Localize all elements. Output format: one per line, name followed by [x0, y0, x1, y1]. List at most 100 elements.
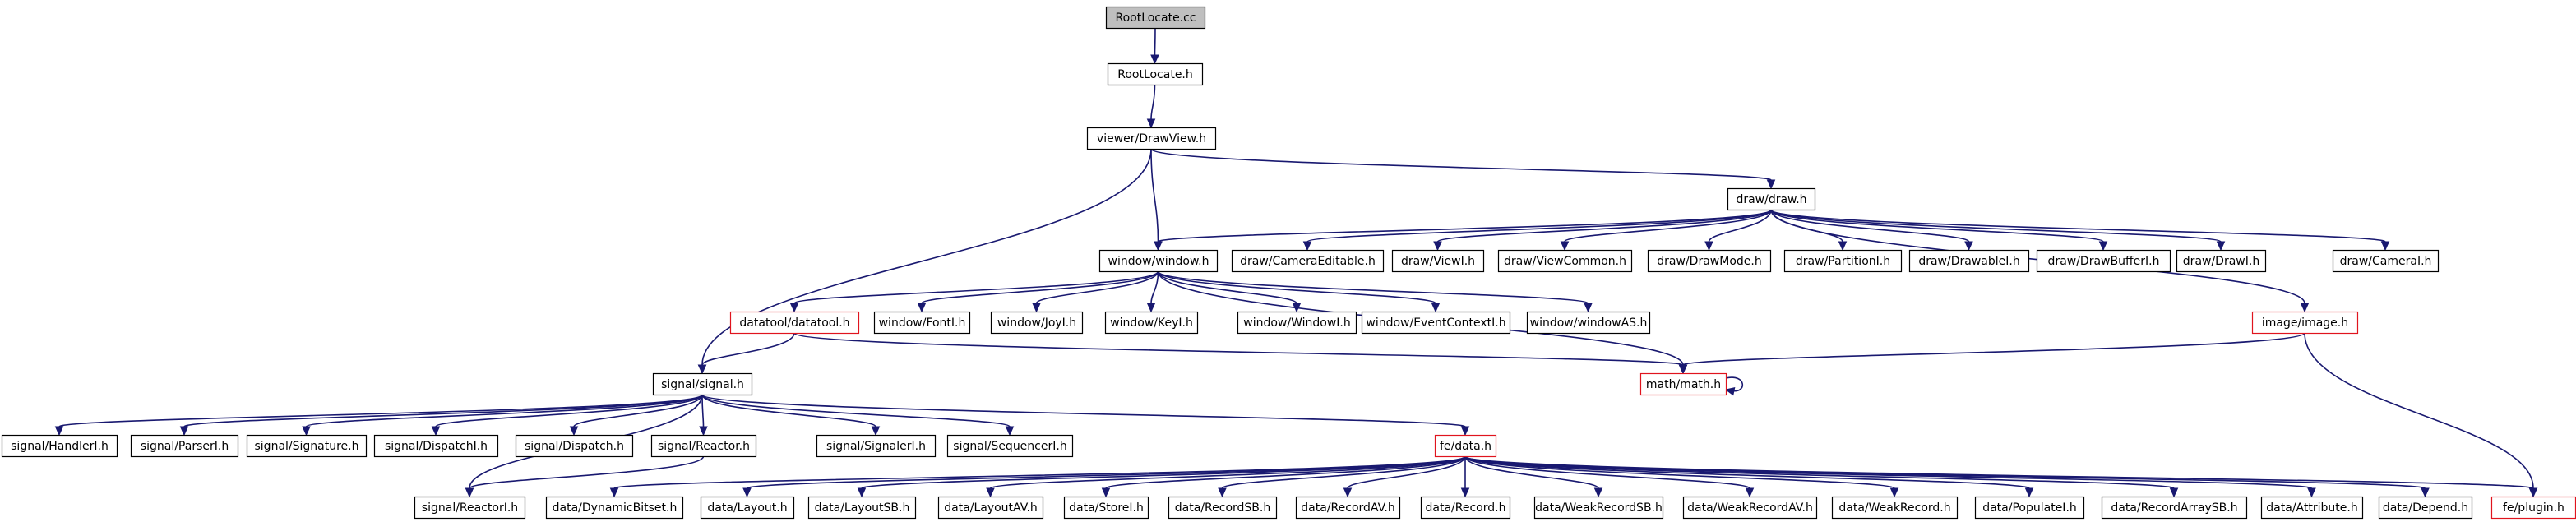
- edge-data_h-to-record_h: [1460, 455, 1470, 498]
- node-reactori-h[interactable]: signal/ReactorI.h: [414, 496, 526, 520]
- node-label: data/Attribute.h: [2266, 501, 2357, 515]
- node-box: [1237, 311, 1357, 335]
- node-label: data/Record.h: [1426, 501, 1506, 515]
- node-box: [2036, 249, 2171, 273]
- node-box: [1533, 496, 1664, 520]
- node-camerai-h[interactable]: draw/CameraI.h: [2332, 249, 2440, 273]
- node-storei-h[interactable]: data/StoreI.h: [1063, 496, 1149, 520]
- node-recordsb-h[interactable]: data/RecordSB.h: [1168, 496, 1278, 520]
- node-box: [652, 372, 753, 396]
- edge-signal_h-to-sequenceri_h: [701, 394, 1015, 437]
- edge-window_h-to-fonti_h: [917, 270, 1159, 313]
- node-keyi-h[interactable]: window/KeyI.h: [1104, 311, 1199, 335]
- node-label: window/EventContextI.h: [1366, 316, 1505, 330]
- node-box: [1104, 311, 1199, 335]
- node-populatei-h[interactable]: data/PopulateI.h: [1974, 496, 2085, 520]
- node-label: signal/DispatchI.h: [385, 440, 488, 453]
- node-box: [816, 434, 937, 458]
- edge-data_h-to-plugin_h: [1464, 455, 2538, 498]
- node-datatool-h[interactable]: datatool/datatool.h: [729, 311, 860, 335]
- node-drawview-h[interactable]: viewer/DrawView.h: [1086, 127, 1217, 150]
- node-cameraeditable-h[interactable]: draw/CameraEditable.h: [1231, 249, 1385, 273]
- node-label: draw/PartitionI.h: [1796, 255, 1890, 268]
- node-window-h[interactable]: window/window.h: [1098, 249, 1219, 273]
- node-box: [1831, 496, 1959, 520]
- edge-drawview_h-to-draw_h: [1150, 148, 1776, 190]
- node-layout-h[interactable]: data/Layout.h: [700, 496, 795, 520]
- node-joyi-h[interactable]: window/JoyI.h: [990, 311, 1084, 335]
- node-attribute-h[interactable]: data/Attribute.h: [2260, 496, 2364, 520]
- node-windowi-h[interactable]: window/WindowI.h: [1237, 311, 1357, 335]
- node-record-h[interactable]: data/Record.h: [1420, 496, 1511, 520]
- node-data-h[interactable]: fe/data.h: [1434, 434, 1497, 458]
- node-reactor-h[interactable]: signal/Reactor.h: [650, 434, 757, 458]
- node-dispatchi-h[interactable]: signal/DispatchI.h: [373, 434, 499, 458]
- node-box: [545, 496, 684, 520]
- edge-image_h-to-math_h: [1678, 332, 2305, 375]
- edge-signal_h-to-parseri_h: [179, 394, 703, 437]
- node-label: draw/DrawableI.h: [1918, 255, 2019, 268]
- node-recordarraysb-h[interactable]: data/RecordArraySB.h: [2101, 496, 2248, 520]
- node-box: [1727, 187, 1816, 211]
- edge-draw_h-to-drawmode_h: [1704, 209, 1772, 252]
- node-viewi-h[interactable]: draw/ViewI.h: [1391, 249, 1485, 273]
- node-layoutav-h[interactable]: data/LayoutAV.h: [937, 496, 1044, 520]
- node-box: [2251, 311, 2359, 335]
- node-parseri-h[interactable]: signal/ParserI.h: [130, 434, 239, 458]
- node-drawmode-h[interactable]: draw/DrawMode.h: [1647, 249, 1772, 273]
- edge-image_h-to-plugin_h: [2304, 332, 2538, 498]
- node-drawi-h[interactable]: draw/DrawI.h: [2176, 249, 2267, 273]
- node-label: window/windowAS.h: [1530, 316, 1648, 330]
- node-box: [1063, 496, 1149, 520]
- node-recordav-h[interactable]: data/RecordAV.h: [1295, 496, 1401, 520]
- node-drawablei-h[interactable]: draw/DrawableI.h: [1908, 249, 2030, 273]
- graph-edges: [54, 27, 2538, 498]
- node-eventcontexti-h[interactable]: window/EventContextI.h: [1361, 311, 1511, 335]
- edge-data_h-to-attribute_h: [1464, 455, 2316, 498]
- node-rootlocate-h[interactable]: RootLocate.h: [1107, 62, 1204, 86]
- node-weakrecordsb-h[interactable]: data/WeakRecordSB.h: [1533, 496, 1664, 520]
- node-signaleri-h[interactable]: signal/SignalerI.h: [816, 434, 937, 458]
- edge-data_h-to-weakrecord_h: [1464, 455, 1899, 498]
- node-weakrecord-h[interactable]: data/WeakRecord.h: [1831, 496, 1959, 520]
- node-fonti-h[interactable]: window/FontI.h: [873, 311, 971, 335]
- node-label: RootLocate.h: [1117, 68, 1193, 81]
- node-label: signal/signal.h: [661, 378, 744, 391]
- edge-signal_h-to-dispatchi_h: [431, 394, 703, 437]
- node-box: [2378, 496, 2473, 520]
- node-sequenceri-h[interactable]: signal/SequencerI.h: [946, 434, 1074, 458]
- node-math-h[interactable]: math/math.h: [1639, 372, 1727, 396]
- node-dispatch-h[interactable]: signal/Dispatch.h: [515, 434, 634, 458]
- node-handleri-h[interactable]: signal/HandlerI.h: [1, 434, 118, 458]
- edge-drawview_h-to-window_h: [1150, 148, 1163, 252]
- node-box: [1420, 496, 1511, 520]
- node-box: [1647, 249, 1772, 273]
- node-box: [2101, 496, 2248, 520]
- node-label: window/window.h: [1108, 255, 1209, 268]
- node-drawbufferi-h[interactable]: draw/DrawBufferI.h: [2036, 249, 2171, 273]
- node-weakrecordav-h[interactable]: data/WeakRecordAV.h: [1682, 496, 1818, 520]
- node-depend-h[interactable]: data/Depend.h: [2378, 496, 2473, 520]
- node-box: [700, 496, 795, 520]
- node-label: image/image.h: [2262, 316, 2348, 330]
- node-signal-h[interactable]: signal/signal.h: [652, 372, 753, 396]
- node-box: [2260, 496, 2364, 520]
- node-box: [1908, 249, 2030, 273]
- node-plugin-h[interactable]: fe/plugin.h: [2490, 496, 2576, 520]
- node-dynamicbitset-h[interactable]: data/DynamicBitset.h: [545, 496, 684, 520]
- node-box: [1434, 434, 1497, 458]
- node-windowas-h[interactable]: window/windowAS.h: [1526, 311, 1651, 335]
- edge-data_h-to-weakrecordsb_h: [1464, 455, 1603, 498]
- edge-datatool_h-to-signal_h: [697, 332, 795, 375]
- node-label: data/RecordSB.h: [1175, 501, 1270, 515]
- node-draw-h[interactable]: draw/draw.h: [1727, 187, 1816, 211]
- node-viewcommon-h[interactable]: draw/ViewCommon.h: [1497, 249, 1633, 273]
- node-box: [1098, 249, 1219, 273]
- node-layoutsb-h[interactable]: data/LayoutSB.h: [807, 496, 917, 520]
- node-image-h[interactable]: image/image.h: [2251, 311, 2359, 335]
- edge-math_h-to-math_h: [1724, 376, 1744, 396]
- node-box: [373, 434, 499, 458]
- node-partitioni-h[interactable]: draw/PartitionI.h: [1783, 249, 1903, 273]
- edge-draw_h-to-drawi_h: [1770, 209, 2226, 252]
- node-signature-h[interactable]: signal/Signature.h: [246, 434, 368, 458]
